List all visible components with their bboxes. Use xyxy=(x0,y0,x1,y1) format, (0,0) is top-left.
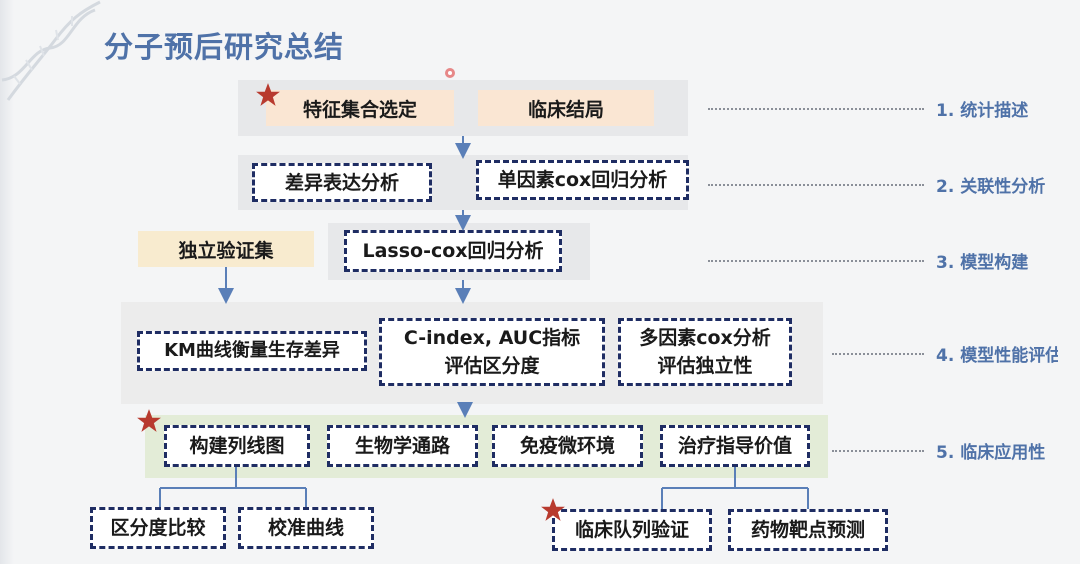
discrimination-compare-box: 区分度比较 xyxy=(90,507,226,549)
feature-set-label: 特征集合选定 xyxy=(302,98,417,121)
clinical-outcome-box: 临床结局 xyxy=(478,90,654,126)
dotted-leader xyxy=(708,183,924,186)
diff-expression-box: 差异表达分析 xyxy=(252,163,432,202)
step4-label-row: 4. 模型性能评估 xyxy=(832,341,1058,366)
treatment-guide-label: 治疗指导价值 xyxy=(677,435,792,457)
cindex-auc-line2: 评估区分度 xyxy=(444,355,540,377)
step3-label-row: 3. 模型构建 xyxy=(708,248,1028,273)
multivariate-cox-line1: 多因素cox分析 xyxy=(639,327,771,349)
validation-set-box: 独立验证集 xyxy=(138,231,314,267)
immune-env-box: 免疫微环境 xyxy=(492,425,643,467)
star-icon xyxy=(256,83,280,106)
dotted-leader xyxy=(708,259,924,262)
calibration-curve-label: 校准曲线 xyxy=(267,517,344,539)
clinical-cohort-box: 临床队列验证 xyxy=(552,509,712,551)
slide-edge xyxy=(0,0,14,564)
page-title: 分子预后研究总结 xyxy=(104,30,345,64)
multivariate-cox-line2: 评估独立性 xyxy=(657,355,753,377)
step2-label: 2. 关联性分析 xyxy=(936,177,1046,197)
immune-env-label: 免疫微环境 xyxy=(519,435,615,457)
star-icon xyxy=(137,409,161,432)
feature-set-box: 特征集合选定 xyxy=(266,90,454,126)
diff-expression-label: 差异表达分析 xyxy=(284,171,399,194)
lasso-cox-box: Lasso-cox回归分析 xyxy=(344,230,562,272)
step5-label: 5. 临床应用性 xyxy=(936,443,1046,463)
univariate-cox-box: 单因素cox回归分析 xyxy=(476,160,689,200)
km-curve-label: KM曲线衡量生存差异 xyxy=(164,340,340,361)
step4-label: 4. 模型性能评估 xyxy=(936,346,1058,366)
dotted-leader xyxy=(708,107,924,110)
km-curve-box: KM曲线衡量生存差异 xyxy=(137,331,367,371)
multivariate-cox-box: 多因素cox分析 评估独立性 xyxy=(618,318,792,386)
step5-label-row: 5. 临床应用性 xyxy=(832,438,1045,463)
lasso-cox-label: Lasso-cox回归分析 xyxy=(362,240,544,262)
step2-label-row: 2. 关联性分析 xyxy=(708,172,1045,197)
drug-target-box: 药物靶点预测 xyxy=(728,509,888,551)
nomogram-label: 构建列线图 xyxy=(189,435,285,457)
validation-set-label: 独立验证集 xyxy=(178,239,274,262)
cindex-auc-line1: C-index, AUC指标 xyxy=(403,327,581,349)
dotted-leader xyxy=(832,352,924,355)
dna-helix-icon xyxy=(1,0,101,101)
clinical-outcome-label: 临床结局 xyxy=(527,98,604,121)
step3-label: 3. 模型构建 xyxy=(936,253,1029,273)
drug-target-label: 药物靶点预测 xyxy=(750,519,865,541)
cindex-auc-box: C-index, AUC指标 评估区分度 xyxy=(379,318,605,386)
univariate-cox-label: 单因素cox回归分析 xyxy=(497,169,668,191)
clinical-cohort-label: 临床队列验证 xyxy=(574,519,689,541)
step1-label-row: 1. 统计描述 xyxy=(708,96,1028,121)
discrimination-compare-label: 区分度比较 xyxy=(110,517,206,539)
bio-pathway-box: 生物学通路 xyxy=(327,425,478,467)
calibration-curve-box: 校准曲线 xyxy=(238,507,374,549)
star-icon xyxy=(541,498,565,521)
nomogram-box: 构建列线图 xyxy=(164,425,310,467)
step1-label: 1. 统计描述 xyxy=(936,101,1029,121)
treatment-guide-box: 治疗指导价值 xyxy=(660,425,810,467)
dotted-leader xyxy=(832,449,924,452)
bio-pathway-label: 生物学通路 xyxy=(354,435,450,457)
